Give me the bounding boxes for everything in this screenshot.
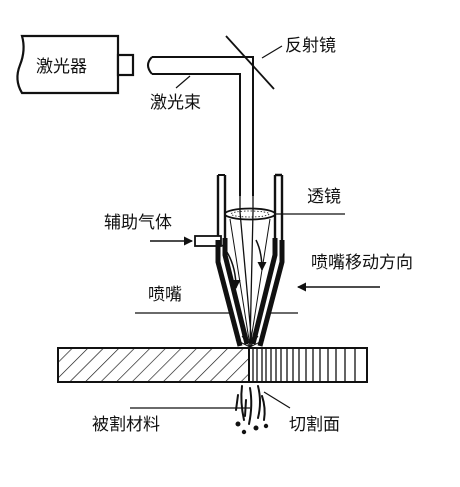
label-laser: 激光器 [36, 57, 87, 77]
cut-surface-leader [263, 391, 291, 409]
cutting-head [194, 173, 345, 347]
nozzle-cone-right [250, 238, 285, 347]
spark-burst [235, 335, 265, 348]
label-nozzle: 喷嘴 [148, 285, 182, 305]
workpiece-cut-region [248, 347, 368, 383]
lens-shape [224, 207, 276, 221]
mirror-leader [261, 45, 283, 59]
label-cut-surface: 切割面 [289, 415, 340, 435]
molten-debris [235, 385, 269, 435]
gas-flow-arrow-2 [255, 239, 267, 271]
workpiece-uncut [57, 347, 250, 383]
workpiece [57, 335, 368, 383]
beam-leader [175, 75, 191, 89]
mirror-shape [225, 35, 275, 90]
label-material: 被割材料 [92, 415, 160, 435]
focused-beam [239, 196, 254, 347]
label-lens: 透镜 [307, 187, 341, 207]
laser-unit [16, 34, 135, 95]
laser-beam-pipe [147, 56, 254, 196]
label-nozzle-direction: 喷嘴移动方向 [311, 253, 413, 273]
gas-inlet-tube [194, 235, 222, 247]
label-assist-gas: 辅助气体 [104, 213, 172, 233]
laser-body [16, 34, 120, 95]
housing-right-wall [273, 173, 284, 240]
gas-flow-arrow-1 [221, 244, 241, 289]
housing-left-wall [216, 175, 227, 240]
laser-output-port [116, 53, 135, 77]
cut-face-stripes [252, 348, 356, 382]
label-beam: 激光束 [150, 93, 201, 113]
nozzle-cone-left [215, 238, 250, 347]
label-mirror: 反射镜 [285, 36, 336, 56]
